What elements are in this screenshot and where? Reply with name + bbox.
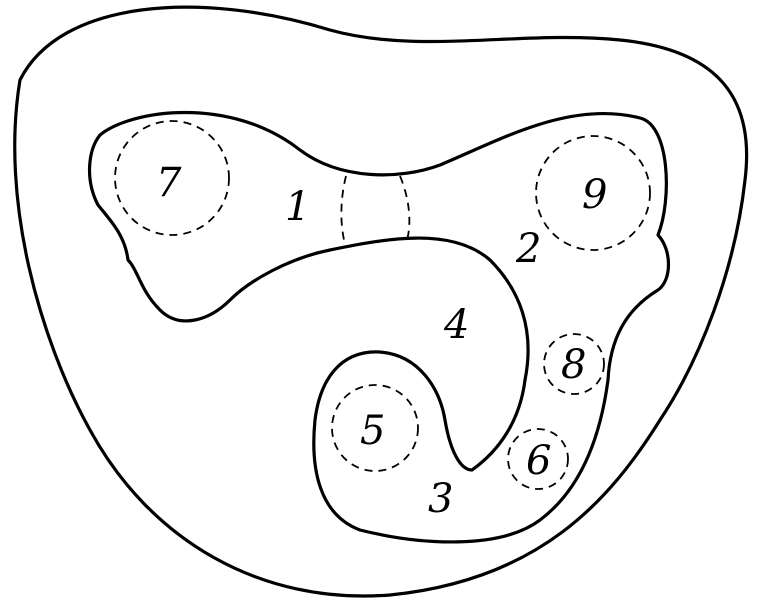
- dashed-connector-left: [341, 176, 346, 244]
- circle-label-8: 8: [561, 342, 586, 388]
- outer-boundary: [15, 7, 747, 596]
- circle-label-7: 7: [156, 160, 182, 206]
- region-label-3: 3: [428, 476, 453, 522]
- circle-label-6: 6: [526, 438, 551, 484]
- circle-label-5: 5: [360, 408, 385, 454]
- dashed-connector-right: [400, 176, 409, 244]
- region-label-2: 2: [515, 226, 541, 272]
- region-label-1: 1: [285, 184, 310, 230]
- region-label-4: 4: [443, 302, 469, 348]
- circle-label-9: 9: [582, 172, 607, 218]
